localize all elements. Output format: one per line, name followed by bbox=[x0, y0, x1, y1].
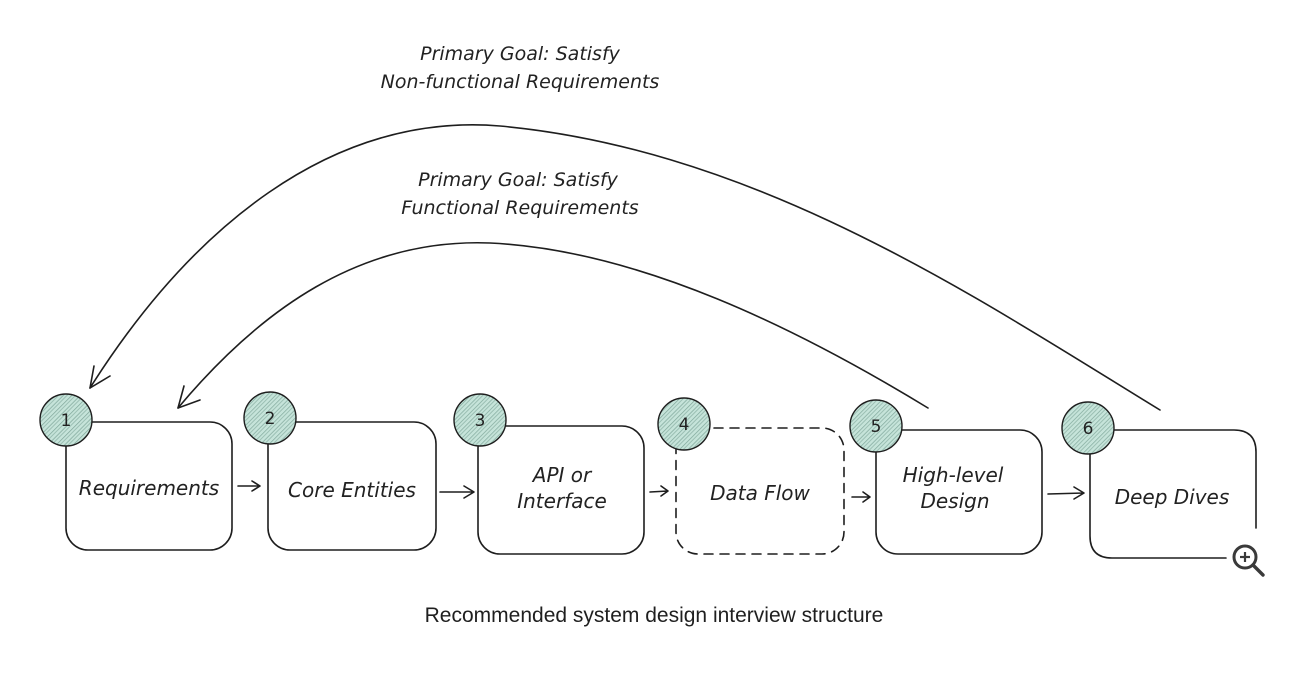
step-badge-2: 2 bbox=[243, 391, 297, 445]
step-box-high-level-design bbox=[875, 429, 1043, 555]
step-box-data-flow bbox=[675, 427, 845, 555]
functional-goal-line1: Primary Goal: Satisfy bbox=[418, 169, 619, 191]
step-box-core-entities bbox=[267, 421, 437, 551]
step-label-api-line2: Interface bbox=[517, 489, 607, 513]
nonfunctional-goal-line2: Non-functional Requirements bbox=[381, 71, 660, 93]
step-number-3: 3 bbox=[475, 411, 486, 431]
nonfunctional-arrowhead bbox=[89, 365, 111, 389]
arrow-2-to-3 bbox=[439, 485, 475, 499]
zoom-button[interactable] bbox=[1226, 540, 1270, 580]
step-number-4: 4 bbox=[679, 415, 690, 435]
step-badge-6: 6 bbox=[1061, 401, 1115, 455]
diagram-caption: Recommended system design interview stru… bbox=[424, 604, 884, 627]
nonfunctional-feedback-arrow bbox=[89, 124, 1161, 411]
step-badge-3: 3 bbox=[453, 393, 507, 447]
step-label-api-line1: API or bbox=[531, 463, 593, 487]
arrow-1-to-2 bbox=[237, 480, 261, 492]
step-box-api bbox=[477, 425, 645, 555]
step-label-data-flow: Data Flow bbox=[710, 481, 810, 505]
zoom-in-icon bbox=[1232, 544, 1265, 577]
step-number-1: 1 bbox=[61, 411, 72, 431]
step-badge-5: 5 bbox=[849, 399, 903, 453]
step-number-2: 2 bbox=[265, 409, 276, 429]
step-label-requirements: Requirements bbox=[79, 476, 219, 500]
functional-arrowhead bbox=[177, 385, 201, 409]
functional-goal-line2: Functional Requirements bbox=[401, 197, 639, 219]
arrow-4-to-5 bbox=[851, 491, 871, 503]
step-box-requirements bbox=[65, 421, 233, 551]
arrow-5-to-6 bbox=[1047, 486, 1085, 500]
step-badge-4: 4 bbox=[657, 397, 711, 451]
nonfunctional-goal-line1: Primary Goal: Satisfy bbox=[420, 43, 621, 65]
step-number-6: 6 bbox=[1083, 419, 1094, 439]
step-badge-1: 1 bbox=[39, 393, 93, 447]
step-number-5: 5 bbox=[871, 417, 882, 437]
step-label-high-level-line2: Design bbox=[920, 489, 989, 513]
arrow-3-to-4 bbox=[649, 485, 669, 497]
step-label-core-entities: Core Entities bbox=[288, 478, 416, 502]
step-label-deep-dives: Deep Dives bbox=[1115, 485, 1230, 509]
functional-feedback-arrow bbox=[177, 242, 929, 409]
step-label-high-level-line1: High-level bbox=[903, 463, 1004, 487]
